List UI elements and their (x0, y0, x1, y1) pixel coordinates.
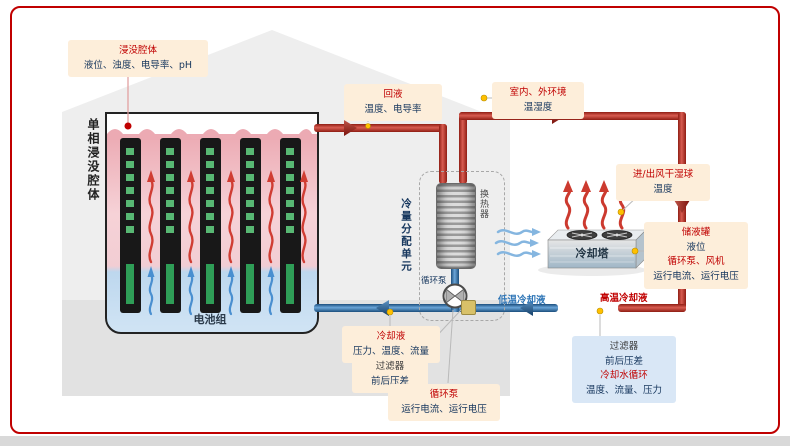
convection-flow-arrows (147, 170, 308, 316)
battery-cell-indicators (246, 148, 254, 239)
callout-body: 液位、浊度、电导率、pH (83, 59, 193, 71)
callout-body: 温湿度 (523, 101, 553, 113)
callout-title: 进/出风干湿球 (632, 169, 694, 180)
callout-line: 循环泵、风机 (667, 256, 725, 268)
hot-flow-arrowheads (147, 170, 308, 182)
battery-cell-indicators (286, 148, 294, 239)
callout-pump-metrics: 循环泵 运行电流、运行电压 (388, 384, 500, 422)
pipe-secondary-hot-to-tower (618, 304, 686, 312)
filter-unit-symbol (461, 300, 476, 315)
callout-body: 运行电流、运行电压 (401, 403, 487, 415)
callout-line: 运行电流、运行电压 (653, 271, 739, 283)
pipe-primary-hot-drop (439, 124, 447, 184)
callout-air-wet-dry-bulb: 进/出风干湿球 温度 (616, 164, 710, 202)
callout-body: 温度、电导率 (364, 103, 422, 115)
cdu-unit-label: 冷量分配单元 (400, 198, 412, 273)
low-temp-coolant-label: 低温冷却液 (498, 295, 546, 306)
callout-title: 循环泵 (429, 389, 459, 400)
callout-title: 浸没腔体 (118, 45, 157, 56)
battery-module (200, 138, 221, 313)
battery-cell-indicators (166, 148, 174, 239)
callout-line: 储液罐 (681, 227, 711, 238)
cold-flow-arrowheads (147, 266, 275, 277)
circulation-pump-symbol (442, 283, 468, 309)
pipe-cold-return (314, 304, 558, 312)
battery-module (120, 138, 141, 313)
callout-environment: 室内、外环境 温湿度 (492, 82, 584, 120)
battery-cell-indicators (206, 148, 214, 239)
callout-body: 压力、温度、流量 (352, 345, 429, 357)
liquid-surface-wave (107, 129, 312, 140)
callout-title: 回液 (383, 89, 403, 100)
heat-exchanger-label: 换热器 (478, 189, 488, 219)
battery-module (240, 138, 261, 313)
callout-line: 液位 (686, 241, 706, 253)
battery-level-bar (126, 264, 134, 304)
heat-exchanger (436, 183, 476, 269)
battery-module (280, 138, 301, 313)
flow-arrow-down-icon (674, 200, 690, 213)
callout-line: 前后压差 (604, 355, 643, 367)
callout-immersion-chamber: 浸没腔体 液位、浊度、电导率、pH (68, 40, 208, 78)
battery-module (160, 138, 181, 313)
callout-water-loop: 过滤器 前后压差 冷却水循环 温度、流量、压力 (572, 336, 676, 403)
cold-flow-wavy-arrows (148, 273, 274, 316)
tank-liquid-graphics (107, 129, 312, 140)
callout-return-liquid: 回液 温度、电导率 (344, 84, 442, 122)
cooling-tower-label: 冷却塔 (575, 247, 609, 260)
callout-body: 温度 (653, 183, 673, 195)
callout-reservoir-and-fans: 储液罐 液位 循环泵、风机 运行电流、运行电压 (644, 222, 748, 289)
callout-line: 温度、流量、压力 (585, 385, 662, 397)
tower-fan-icon (601, 230, 633, 240)
high-temp-coolant-label: 高温冷却液 (600, 293, 648, 304)
battery-level-bar (206, 264, 214, 304)
immersion-tank (105, 112, 319, 334)
pipe-primary-hot-supply (314, 124, 447, 132)
bottom-gray-strip (0, 436, 790, 446)
tower-shadow (538, 264, 646, 276)
tower-fan-icon (566, 230, 598, 240)
pipe-secondary-hot-riser (459, 112, 467, 184)
hot-flow-wavy-arrows (148, 178, 307, 264)
battery-level-bar (246, 264, 254, 304)
callout-body: 前后压差 (370, 375, 409, 387)
battery-level-bar (166, 264, 174, 304)
battery-cell-indicators (126, 148, 134, 239)
callout-title: 过滤器 (375, 361, 405, 372)
callout-line: 冷却水循环 (600, 370, 648, 382)
callout-line: 过滤器 (609, 341, 639, 352)
tank-side-label: 单相浸没腔体 (86, 118, 100, 202)
pump-label: 循环泵 (421, 276, 447, 286)
battery-level-bar (286, 264, 294, 304)
callout-title: 室内、外环境 (509, 87, 567, 98)
battery-pack-label: 电池组 (193, 313, 227, 326)
callout-title: 冷却液 (376, 331, 406, 342)
cdu-dashed-enclosure (419, 171, 505, 321)
